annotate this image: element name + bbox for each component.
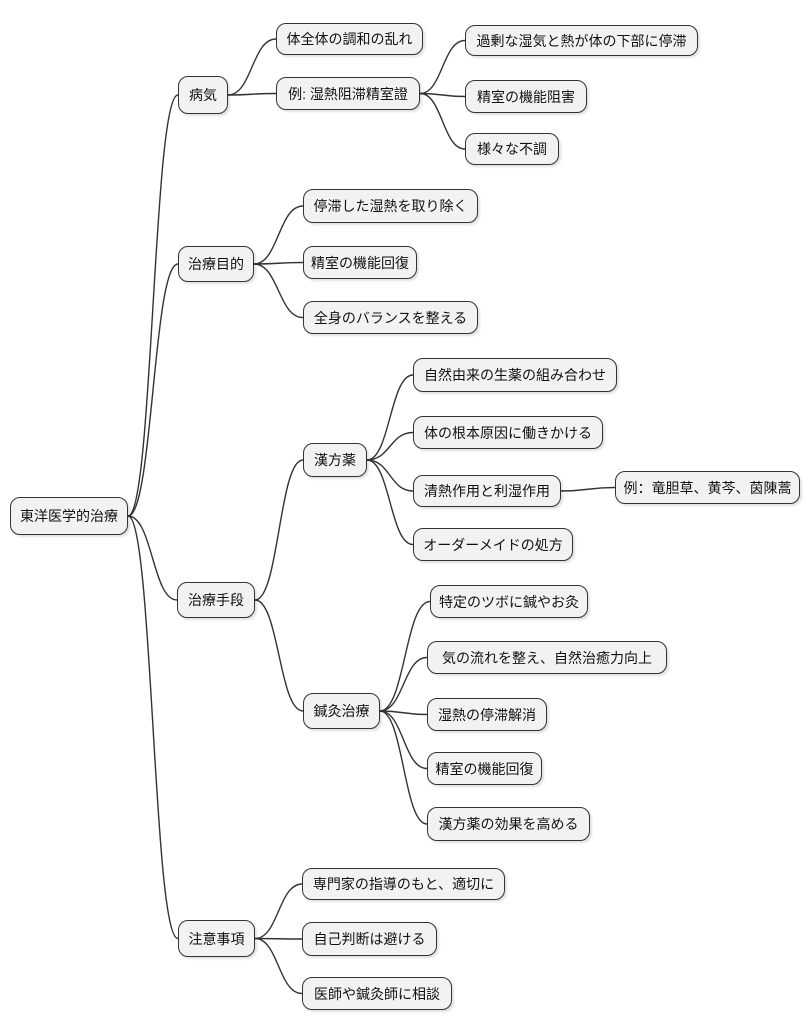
mindmap-node-label: 漢方薬の効果を高める <box>438 816 579 832</box>
mindmap-edge <box>253 263 304 319</box>
mindmap-node-label: 体の根本原因に働きかける <box>424 424 592 441</box>
mindmap-edge <box>366 459 414 546</box>
mindmap-node-label: 過剰な湿気と熱が体の下部に停滞 <box>476 32 687 49</box>
mindmap-edge <box>253 261 304 265</box>
mindmap-node-label: 自然由来の生薬の組み合わせ <box>424 367 606 383</box>
mindmap-edge <box>419 92 466 150</box>
mindmap-node-label: 清熱作用と利湿作用 <box>424 483 550 499</box>
mindmap-node-label: 医師や鍼灸師に相談 <box>314 985 440 1002</box>
mindmap-node-acu-restore[interactable]: 精室の機能回復 <box>427 752 542 785</box>
mindmap-node-label: 精室の機能回復 <box>435 760 534 777</box>
mindmap-edge <box>227 92 277 96</box>
mindmap-edge <box>127 263 179 517</box>
mindmap-node-disease-harmony[interactable]: 体全体の調和の乱れ <box>276 23 423 55</box>
mindmap-node-label: 湿熱の停滞解消 <box>438 706 536 723</box>
mindmap-node-label: 例：竜胆草、黄芩、茵陳蒿 <box>623 479 792 496</box>
mindmap-node-label: 治療手段 <box>188 592 244 608</box>
mindmap-edge <box>254 883 303 940</box>
mindmap-node-label: 体全体の調和の乱れ <box>286 31 413 47</box>
mindmap-edge <box>379 600 431 712</box>
mindmap-node-label: 特定のツボに鍼やお灸 <box>439 593 579 610</box>
mindmap-node-kampo-herbs-example[interactable]: 例：竜胆草、黄芩、茵陳蒿 <box>615 471 800 504</box>
mindmap-edge <box>379 656 428 712</box>
mindmap-node-acu-enhance[interactable]: 漢方薬の効果を高める <box>427 807 590 841</box>
mindmap-edge <box>254 937 303 995</box>
mindmap-node-example-damp-heat[interactable]: 過剰な湿気と熱が体の下部に停滞 <box>465 25 698 56</box>
mindmap-edge <box>366 431 414 461</box>
mindmap-node-label: 様々な不調 <box>477 141 547 157</box>
mindmap-edge <box>560 486 616 492</box>
mindmap-node-notes-consult[interactable]: 医師や鍼灸師に相談 <box>302 977 452 1010</box>
mindmap-node-acu-ki-flow[interactable]: 気の流れを整え、自然治癒力向上 <box>427 641 667 674</box>
mindmap-node-purpose-restore[interactable]: 精室の機能回復 <box>303 246 417 279</box>
mindmap-node-acu-points[interactable]: 特定のツボに鍼やお灸 <box>430 585 588 618</box>
mindmap-node-label: 自己判断は避ける <box>313 931 426 947</box>
mindmap-node-root[interactable]: 東洋医学的治療 <box>10 497 128 535</box>
mindmap-node-label: 専門家の指導のもと、適切に <box>312 876 495 892</box>
mindmap-edge <box>254 459 304 601</box>
mindmap-node-label: 漢方薬 <box>314 452 356 468</box>
mindmap-edge <box>254 599 304 712</box>
mindmap-node-notes-guidance[interactable]: 専門家の指導のもと、適切に <box>302 868 505 900</box>
mindmap-node-purpose-remove[interactable]: 停滞した湿熱を取り除く <box>303 189 478 223</box>
mindmap-node-methods[interactable]: 治療手段 <box>177 582 255 618</box>
mindmap-node-kampo-natural[interactable]: 自然由来の生薬の組み合わせ <box>413 358 617 392</box>
mindmap-node-disease-example[interactable]: 例: 湿熱阻滞精室證 <box>276 77 420 110</box>
mindmap-edge <box>227 38 277 96</box>
mindmap-node-purpose[interactable]: 治療目的 <box>178 246 254 282</box>
mindmap-edge <box>127 94 179 517</box>
mindmap-edge <box>419 39 466 95</box>
mindmap-node-example-disorders[interactable]: 様々な不調 <box>465 133 559 165</box>
mindmap-node-notes-self-judgment[interactable]: 自己判断は避ける <box>302 922 437 956</box>
mindmap-edge <box>253 205 304 265</box>
mindmap-edge <box>127 515 179 940</box>
mindmap-edge <box>254 937 303 940</box>
mindmap-node-label: 例: 湿熱阻滞精室證 <box>288 85 408 102</box>
mindmap-node-label: 気の流れを整え、自然治癒力向上 <box>442 649 652 666</box>
mindmap-node-disease[interactable]: 病気 <box>178 76 228 114</box>
mindmap-node-label: オーダーメイドの処方 <box>423 536 563 553</box>
mindmap-node-label: 停滞した湿熱を取り除く <box>313 198 468 214</box>
mindmap-node-purpose-balance[interactable]: 全身のバランスを整える <box>303 301 478 334</box>
mindmap-node-kampo-custom[interactable]: オーダーメイドの処方 <box>413 528 573 561</box>
mindmap-node-label: 鍼灸治療 <box>313 703 370 719</box>
mindmap-node-kampo-root-cause[interactable]: 体の根本原因に働きかける <box>413 416 603 449</box>
mindmap-node-kampo-actions[interactable]: 清熱作用と利湿作用 <box>413 475 561 507</box>
mindmap-node-acupuncture[interactable]: 鍼灸治療 <box>303 693 380 729</box>
mindmap-node-label: 注意事項 <box>188 930 245 947</box>
mindmap-edge <box>379 710 428 825</box>
mindmap-node-label: 東洋医学的治療 <box>20 508 118 524</box>
mindmap-node-kampo[interactable]: 漢方薬 <box>303 443 367 477</box>
mindmap-edge <box>366 374 414 461</box>
mindmap-node-label: 全身のバランスを整える <box>313 309 468 326</box>
mindmap-node-example-seishitsu[interactable]: 精室の機能阻害 <box>465 80 587 113</box>
mindmap-edge <box>379 710 428 770</box>
mindmap-edge <box>419 92 466 98</box>
mindmap-node-notes[interactable]: 注意事項 <box>178 920 255 957</box>
mindmap-edge <box>127 515 178 601</box>
mindmap-edge <box>379 710 428 716</box>
mindmap-node-label: 治療目的 <box>188 256 244 272</box>
mindmap-node-label: 病気 <box>189 87 217 103</box>
mindmap-edge <box>366 459 414 492</box>
mindmap-node-acu-stagnation[interactable]: 湿熱の停滞解消 <box>427 698 547 731</box>
mindmap-node-label: 精室の機能回復 <box>311 254 409 271</box>
mindmap-node-label: 精室の機能阻害 <box>477 88 575 105</box>
